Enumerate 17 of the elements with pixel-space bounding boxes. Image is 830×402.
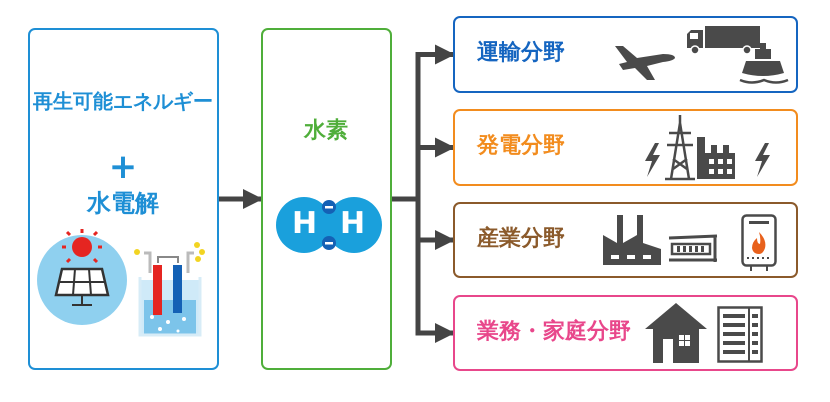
arrow <box>219 189 263 209</box>
heading: 再生可能エネルギー <box>32 90 214 113</box>
heading: 業務・家庭分野 <box>477 319 631 344</box>
hydrogen-box <box>261 28 392 370</box>
sector-box <box>453 109 798 186</box>
atom-letter: H <box>292 209 318 239</box>
sector-box <box>453 202 798 278</box>
atom-letter: H <box>340 209 366 239</box>
heading: 水素 <box>302 118 349 144</box>
heading: 産業分野 <box>477 226 565 252</box>
sector-box <box>453 295 798 371</box>
heading: 発電分野 <box>477 133 565 158</box>
heading: 水電解 <box>86 190 160 218</box>
plus-sign: + <box>108 148 138 188</box>
sector-box <box>453 16 798 93</box>
heading: 運輸分野 <box>477 40 565 66</box>
source-box <box>28 28 219 370</box>
